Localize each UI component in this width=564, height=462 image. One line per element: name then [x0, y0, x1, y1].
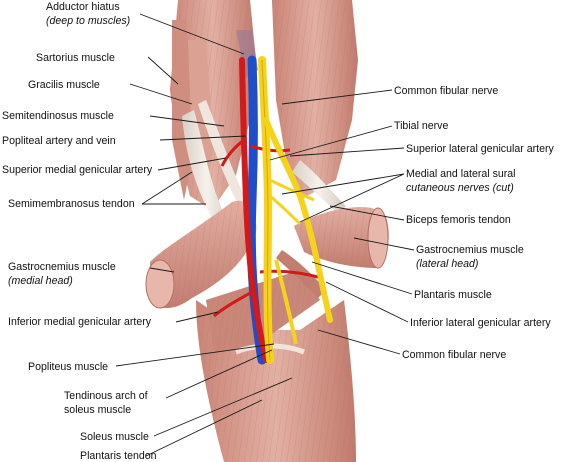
- label-adductor-hiatus-note: (deep to muscles): [46, 15, 130, 27]
- semitendinosus-tendon-shape: [198, 100, 246, 204]
- inferior-medial-genicular-artery: [213, 290, 253, 318]
- label-sural-nerves-note: cutaneous nerves (cut): [406, 182, 514, 194]
- labels-left: Adductor hiatus (deep to muscles) Sartor…: [2, 1, 157, 462]
- label-sartorius: Sartorius muscle: [36, 52, 115, 64]
- label-adductor-hiatus: Adductor hiatus: [46, 1, 120, 13]
- popliteal-artery: [239, 57, 269, 363]
- leader-lines: [115, 13, 415, 457]
- labels-right: Common fibular nerve Tibial nerve Superi…: [394, 85, 554, 361]
- label-superior-medial-genicular: Superior medial genicular artery: [2, 164, 153, 176]
- semimembranosus-tendon-shape: [182, 110, 232, 236]
- gastrocnemius-lateral-cut-end: [367, 207, 389, 269]
- label-popliteal-artery-vein: Popliteal artery and vein: [2, 135, 116, 147]
- superior-medial-genicular-artery: [220, 138, 245, 167]
- label-gastrocnemius-lateral-note: (lateral head): [416, 258, 478, 270]
- gastrocnemius-medial-cut-end: [145, 259, 175, 309]
- biceps-tendon-shape: [292, 160, 346, 214]
- label-gastrocnemius-medial: Gastrocnemius muscle: [8, 261, 116, 273]
- label-gastrocnemius-lateral: Gastrocnemius muscle: [416, 244, 524, 256]
- sural-cutaneous-nerves: [269, 178, 315, 226]
- label-gracilis: Gracilis muscle: [28, 79, 100, 91]
- label-tendinous-arch: Tendinous arch of: [64, 390, 148, 402]
- common-fibular-nerve: [263, 117, 333, 323]
- label-plantaris-tendon: Plantaris tendon: [80, 450, 157, 462]
- label-popliteus: Popliteus muscle: [28, 361, 108, 373]
- label-common-fibular-nerve-lower: Common fibular nerve: [402, 349, 506, 361]
- label-semimembranosus-tendon: Semimembranosus tendon: [8, 198, 135, 210]
- label-tibial-nerve: Tibial nerve: [394, 120, 448, 132]
- label-superior-lateral-genicular: Superior lateral genicular artery: [406, 143, 554, 155]
- label-plantaris-muscle: Plantaris muscle: [414, 289, 492, 301]
- label-inferior-lateral-genicular: Inferior lateral genicular artery: [410, 317, 551, 329]
- leg-muscles: [145, 200, 389, 462]
- nerves: [258, 56, 333, 364]
- label-tendinous-arch-soleus: soleus muscle: [64, 404, 131, 416]
- label-common-fibular-nerve-upper: Common fibular nerve: [394, 85, 498, 97]
- label-inferior-medial-genicular: Inferior medial genicular artery: [8, 316, 152, 328]
- tendons: [182, 100, 346, 236]
- label-biceps-femoris-tendon: Biceps femoris tendon: [406, 214, 511, 226]
- label-soleus: Soleus muscle: [80, 431, 149, 443]
- label-gastrocnemius-medial-note: (medial head): [8, 275, 73, 287]
- nerve-branch-lower: [274, 259, 298, 345]
- label-semitendinosus: Semitendinosus muscle: [2, 110, 114, 122]
- label-sural-nerves: Medial and lateral sural: [406, 168, 516, 180]
